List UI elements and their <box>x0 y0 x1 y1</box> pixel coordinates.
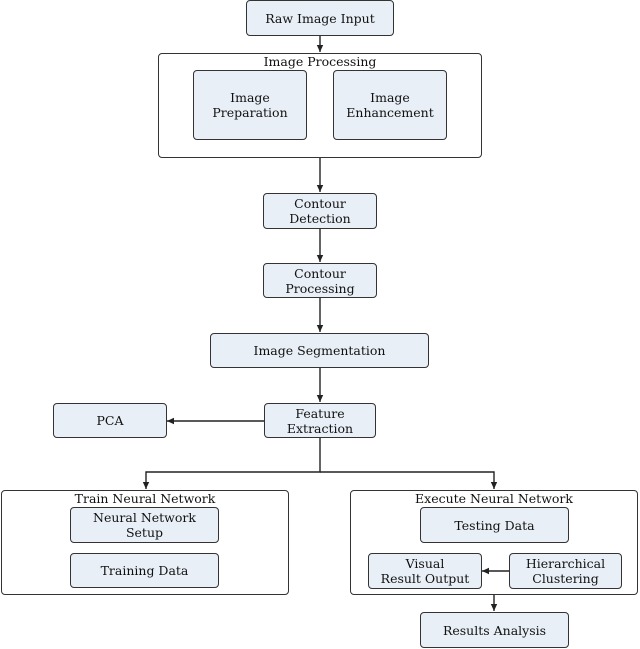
node-label-line2: Enhancement <box>346 105 434 120</box>
node-label: Raw Image Input <box>265 10 375 26</box>
edge-features-to-execute <box>320 471 498 489</box>
node-label: Image Preparation <box>212 90 288 120</box>
node-label-line1: Visual <box>405 556 445 571</box>
node-label: Contour Processing <box>285 265 355 296</box>
node-training-data: Training Data <box>70 553 219 588</box>
node-pca: PCA <box>53 403 167 438</box>
node-label: Training Data <box>100 563 189 578</box>
node-testing-data: Testing Data <box>420 507 569 543</box>
group-title-image-processing: Image Processing <box>263 54 377 69</box>
node-visual-result-output: Visual Result Output <box>368 553 482 589</box>
node-label: Testing Data <box>454 517 535 533</box>
node-feature-extraction: Feature Extraction <box>264 403 376 438</box>
node-label-line2: Result Output <box>380 571 470 586</box>
node-label: Neural Network Setup <box>93 510 196 540</box>
node-hierarchical-clustering: Hierarchical Clustering <box>509 553 622 589</box>
group-title-train-neural-network: Train Neural Network <box>74 491 216 506</box>
node-results-analysis: Results Analysis <box>420 612 569 648</box>
group-title-execute-neural-network: Execute Neural Network <box>415 491 573 506</box>
edge-features-split <box>142 438 321 489</box>
node-label: Image Segmentation <box>253 343 386 358</box>
node-label-line1: Hierarchical <box>525 556 606 571</box>
node-raw-image-input: Raw Image Input <box>246 0 394 36</box>
node-image-preparation: Image Preparation <box>193 70 307 140</box>
node-contour-detection: Contour Detection <box>263 193 377 229</box>
node-label: Contour Detection <box>289 196 351 226</box>
node-label: Results Analysis <box>442 622 547 638</box>
node-neural-network-setup: Neural Network Setup <box>70 507 219 543</box>
node-label: Feature Extraction <box>286 405 354 436</box>
node-label: PCA <box>96 413 124 428</box>
node-image-segmentation: Image Segmentation <box>210 333 429 368</box>
node-contour-processing: Contour Processing <box>263 263 377 298</box>
node-image-enhancement: Image Enhancement <box>333 70 447 140</box>
node-label-line1: Image <box>370 90 410 105</box>
node-label-line2: Clustering <box>532 571 599 586</box>
